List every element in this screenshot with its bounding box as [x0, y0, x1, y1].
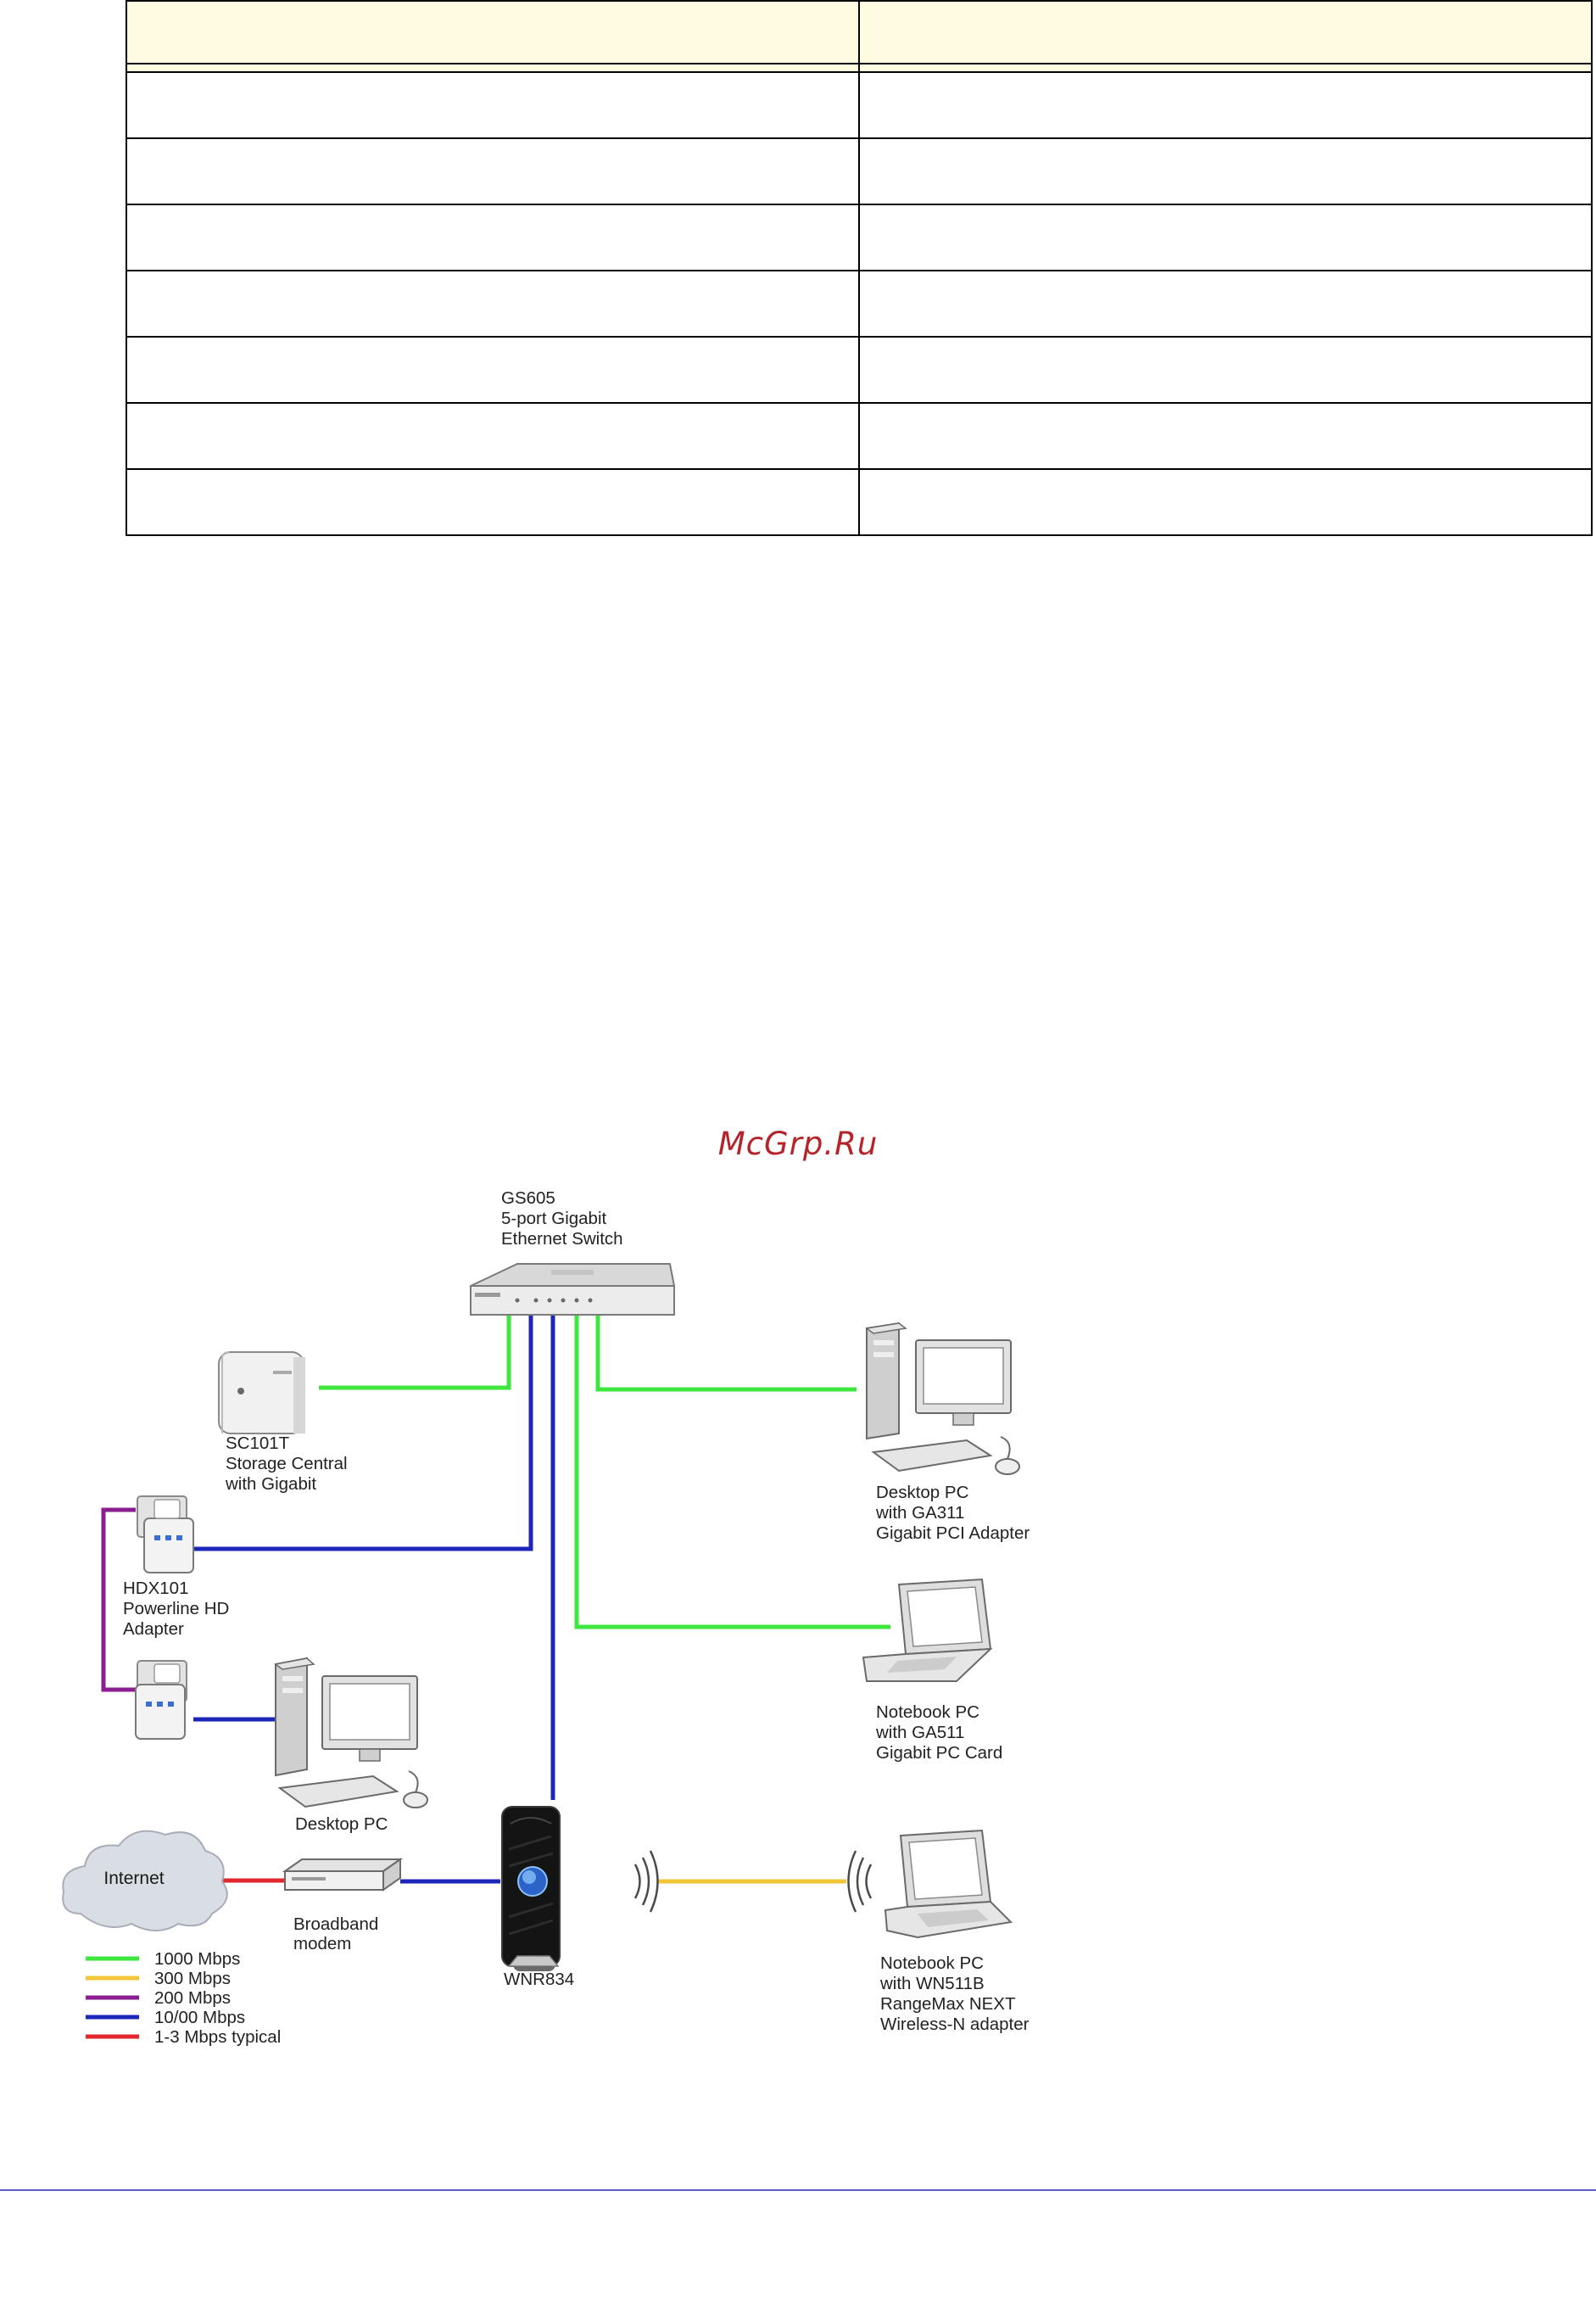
legend-label: 1-3 Mbps typical: [154, 2027, 281, 2047]
notebook-wireless-label-line: Wireless-N adapter: [880, 2015, 1030, 2034]
switch-label-line: 5-port Gigabit: [501, 1209, 607, 1228]
notebook-pc-icon: [885, 1830, 1011, 1937]
modem-label-line: Broadband: [293, 1914, 378, 1934]
powerline-label-line: Adapter: [123, 1619, 184, 1639]
link-storage-switch: [319, 1313, 509, 1388]
desktop-pc-icon: [867, 1323, 1019, 1474]
notebook-wireless-label-line: Notebook PC: [880, 1953, 984, 1973]
wireless-signal-icon: [635, 1851, 658, 1912]
notebook-mid-label-line: Notebook PC: [876, 1702, 979, 1722]
router-label: WNR834: [504, 1970, 574, 1989]
legend-label: 1000 Mbps: [154, 1949, 240, 1969]
legend: 1000 Mbps 300 Mbps 200 Mbps 10/00 Mbps 1…: [86, 1949, 281, 2047]
storage-label-line: SC101T: [226, 1434, 290, 1453]
notebook-mid-label-line: with GA511: [875, 1723, 964, 1742]
powerline-adapter-icon: [136, 1661, 187, 1739]
switch-label-line: Ethernet Switch: [501, 1229, 623, 1249]
legend-label: 200 Mbps: [154, 1988, 231, 2008]
powerline-adapter-icon: [137, 1496, 193, 1573]
desktop-left-label: Desktop PC: [295, 1814, 388, 1834]
desktop-right-label-line: with GA311: [875, 1503, 964, 1523]
internet-label: Internet: [103, 1869, 164, 1888]
powerline-label-line: Powerline HD: [123, 1599, 229, 1618]
notebook-mid-label-line: Gigabit PC Card: [876, 1743, 1002, 1763]
legend-label: 300 Mbps: [154, 1969, 231, 1988]
switch-label-line: GS605: [501, 1188, 555, 1208]
router-icon: [502, 1807, 560, 1971]
link-switch-desktop: [598, 1313, 857, 1389]
powerline-label-line: HDX101: [123, 1579, 189, 1598]
modem-label-line: modem: [293, 1934, 351, 1953]
storage-label-line: Storage Central: [226, 1454, 348, 1473]
desktop-pc-icon: [276, 1658, 427, 1808]
storage-label-line: with Gigabit: [225, 1474, 316, 1494]
legend-label: 10/00 Mbps: [154, 2008, 245, 2027]
desktop-right-label-line: Desktop PC: [876, 1483, 969, 1502]
link-switch-notebook: [577, 1313, 890, 1627]
modem-icon: [285, 1859, 400, 1890]
desktop-right-label-line: Gigabit PCI Adapter: [876, 1523, 1030, 1543]
notebook-pc-icon: [863, 1579, 991, 1681]
wireless-signal-icon: [849, 1851, 872, 1912]
notebook-wireless-label-line: RangeMax NEXT: [880, 1994, 1016, 2014]
footer-divider: [0, 2189, 1596, 2191]
switch-icon: [471, 1264, 674, 1315]
storage-icon: [219, 1352, 305, 1434]
notebook-wireless-label-line: with WN511B: [879, 1974, 985, 1993]
